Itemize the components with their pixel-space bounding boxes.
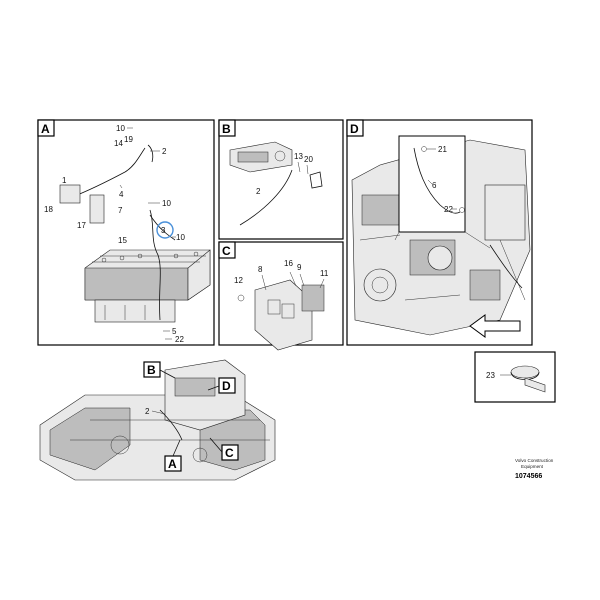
hose-2 [69,147,146,199]
highlight-circle [156,221,174,239]
credit-line-2: Equipment [521,464,544,469]
callout-detail-23: 23 [486,371,495,380]
callout-a-2: 2 [162,147,167,156]
callout-a-19: 19 [124,135,133,144]
document-number: 1074566 [515,473,542,480]
overview-marker-b-box [143,361,161,378]
panel-b-frame [218,119,344,240]
callout-a-10-mid: 10 [162,199,171,208]
panel-c: C 8 16 9 11 12 [218,241,344,351]
panel-c-label: C [222,244,231,258]
panel-a-label-box [37,119,55,137]
callout-a-22: 22 [175,335,184,344]
panel-d-label: D [350,122,359,136]
callout-c-9: 9 [297,263,302,272]
ground-strap-6 [413,147,461,214]
panel-c-label-box [218,241,236,259]
panel-d: D 21 6 22 [346,119,533,346]
panel-b-label: B [222,122,231,136]
callout-overview-2: 2 [145,407,150,416]
callout-b-2: 2 [256,187,261,196]
credit-line-1: Volvo Construction [515,458,554,463]
callout-a-17: 17 [77,221,86,230]
panel-b: B 13 20 2 [218,119,344,240]
panel-a-label: A [41,122,50,136]
callout-a-10-low: 10 [176,233,185,242]
callout-d-6: 6 [432,181,437,190]
callout-a-10-top: 10 [116,124,125,133]
callout-a-14: 14 [114,139,123,148]
callout-b-13: 13 [294,152,303,161]
callout-a-15: 15 [118,236,127,245]
starter-motor-illustration [229,141,323,189]
machine-overview: B D A C 2 [39,359,276,481]
battery-illustration [84,249,211,323]
callout-a-3: 3 [161,226,166,235]
overview-marker-b: B [147,363,156,377]
cable-b-2 [239,169,293,226]
callout-a-7: 7 [118,206,123,215]
callout-d-22: 22 [444,205,453,214]
relay-plate-illustration [237,279,325,351]
panel-b-label-box [218,119,236,137]
callout-c-11: 11 [320,269,329,278]
view-direction-arrow [469,314,521,338]
overview-marker-d: D [222,379,231,393]
panel-a: A [37,119,215,346]
detail-clamp-23: 23 [474,351,556,403]
callout-a-18: 18 [44,205,53,214]
callout-c-12: 12 [234,276,243,285]
callout-a-5: 5 [172,327,177,336]
callout-c-16: 16 [284,259,293,268]
callout-d-21: 21 [438,145,447,154]
callout-c-8: 8 [258,265,263,274]
callout-a-4: 4 [119,190,124,199]
overview-marker-a: A [168,457,177,471]
callout-a-1: 1 [62,176,67,185]
overview-marker-d-box [218,377,236,394]
callout-b-20: 20 [304,155,313,164]
overview-marker-c-box [221,444,239,461]
overview-marker-c: C [225,446,234,460]
engine-illustration [351,139,531,336]
panel-d-label-box [346,119,364,137]
